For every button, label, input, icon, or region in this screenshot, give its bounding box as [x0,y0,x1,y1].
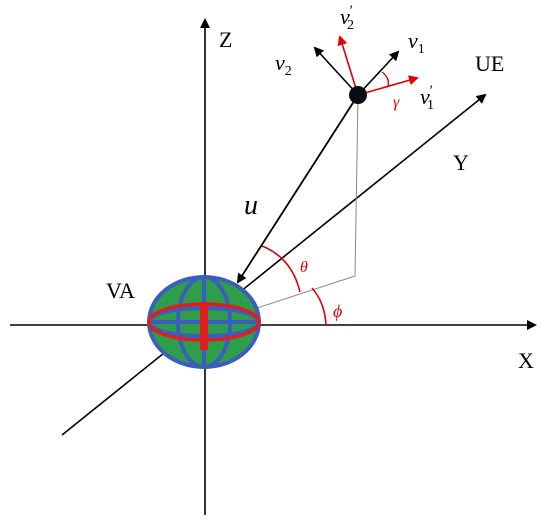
theta-arc [261,245,301,293]
gamma-label: γ [393,94,400,111]
antenna-globe-icon [147,275,261,369]
v1-label: v1 [408,28,425,57]
v2-prime-axis [337,35,359,96]
y-axis-label: Y [453,150,469,175]
x-axis-label: X [518,348,534,373]
projection-vertical [354,94,359,277]
va-label: VA [106,278,135,303]
theta-label: θ [300,259,308,276]
v2-prime-label: v′2 [340,3,354,33]
v2-label: v2 [275,50,292,79]
gamma-arc [381,71,390,87]
y-axis [61,93,487,436]
phi-arc [311,287,327,326]
v2-axis [313,46,359,96]
ue-label: UE [475,51,504,76]
v1-axis [357,50,400,96]
distance-label: u [244,190,258,221]
v1-prime-label: v′1 [420,83,434,113]
v1-prime-axis [357,75,419,96]
z-axis-label: Z [219,27,232,52]
distance-vector [236,94,359,284]
ue-dot [349,86,367,104]
phi-label: ϕ [333,301,342,321]
